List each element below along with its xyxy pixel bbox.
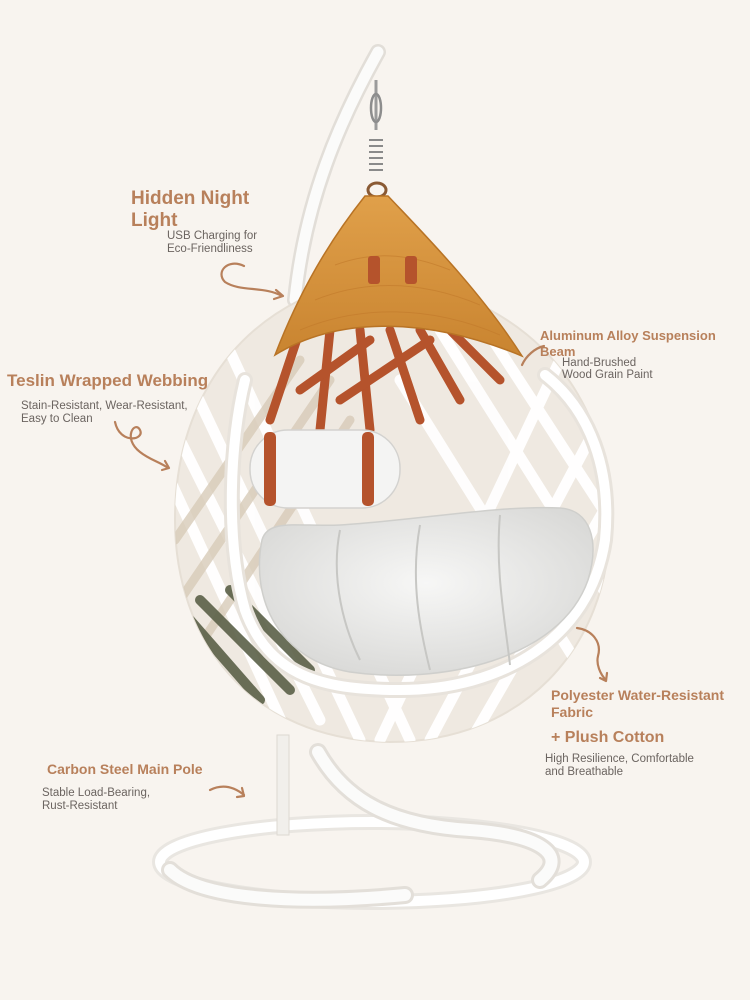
night-light-desc-line2: Eco-Friendliness — [167, 243, 253, 255]
night-light-title-line2: Light — [131, 210, 178, 231]
fabric-desc-line2: and Breathable — [545, 766, 624, 778]
pole-title: Carbon Steel Main Pole — [47, 761, 203, 777]
pole-desc-line2: Rust-Resistant — [42, 800, 118, 812]
bolster-pillow — [249, 429, 401, 509]
suspension-beam — [273, 195, 524, 358]
fabric-title-line1: Polyester Water-Resistant — [551, 687, 724, 703]
webbing-desc-line1: Stain-Resistant, Wear-Resistant, — [21, 400, 188, 412]
night-light-desc-line1: USB Charging for — [167, 230, 258, 242]
main-pole — [276, 44, 388, 836]
seat-cushion — [258, 506, 594, 677]
suspension-beam-desc-line2: Wood Grain Paint — [562, 369, 653, 381]
webbing-title: Teslin Wrapped Webbing — [7, 371, 209, 390]
pole-desc-line1: Stable Load-Bearing, — [42, 787, 151, 799]
stand-base — [152, 743, 592, 910]
callout-arrows — [113, 262, 609, 799]
night-light-title-line1: Hidden Night — [131, 188, 250, 209]
suspension-beam-title: Aluminum Alloy Suspension Beam — [540, 328, 716, 359]
fabric-desc-line1: High Resilience, Comfortable — [545, 753, 694, 765]
suspension-beam-desc-line1: Hand-Brushed — [562, 357, 637, 369]
fabric-title-line2: Fabric — [551, 704, 594, 720]
fabric-title-line3: + Plush Cotton — [551, 729, 665, 746]
webbing-desc-line2: Easy to Clean — [21, 413, 93, 425]
